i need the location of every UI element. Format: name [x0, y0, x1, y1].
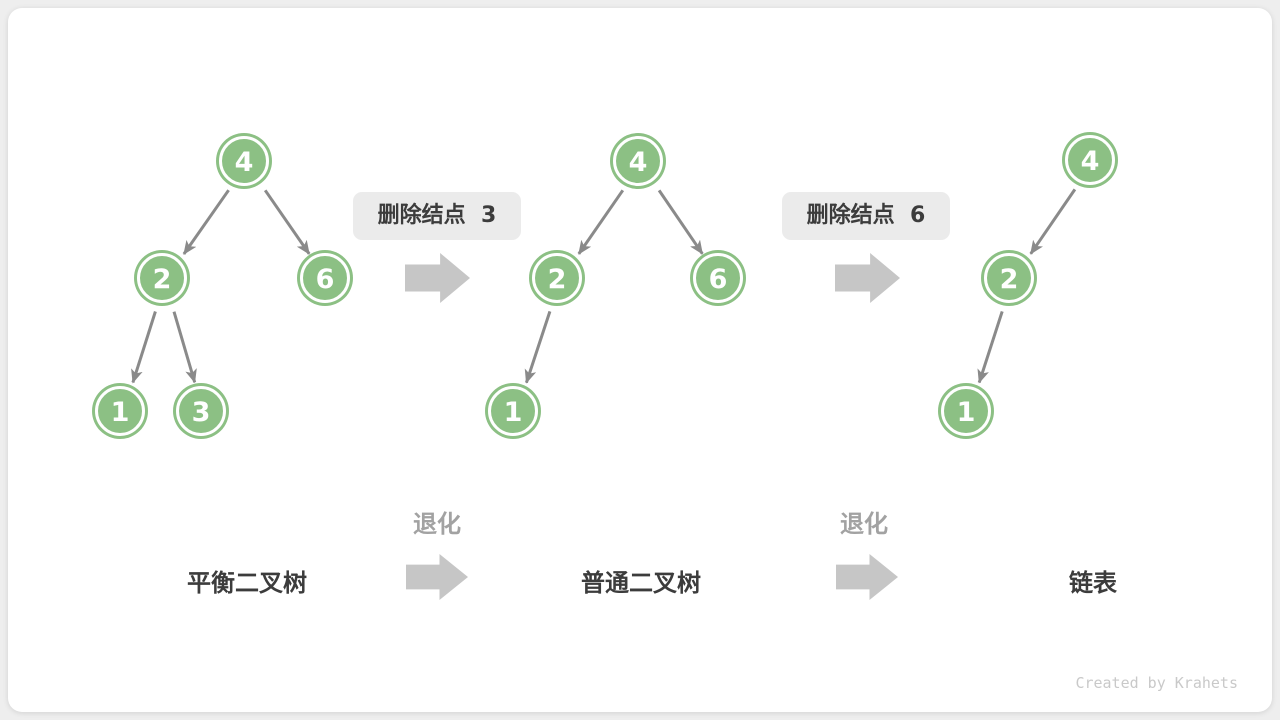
degenerate-label: 退化	[840, 510, 888, 538]
tree-node-3: 3	[176, 386, 226, 436]
tree-node-4: 4	[613, 136, 663, 186]
stage-label-balanced-binary-tree: 平衡二叉树	[187, 569, 307, 597]
tree-node-1: 1	[488, 386, 538, 436]
degenerate-label: 退化	[413, 510, 461, 538]
tree-node-6: 6	[693, 253, 743, 303]
step-label-delete-node-3: 删除结点 3	[353, 192, 521, 240]
tree-node-6: 6	[300, 253, 350, 303]
tree-node-2: 2	[984, 253, 1034, 303]
tree-node-2: 2	[532, 253, 582, 303]
step-label-delete-node-6: 删除结点 6	[782, 192, 950, 240]
watermark-credit: Created by Krahets	[1075, 674, 1238, 692]
tree-node-1: 1	[95, 386, 145, 436]
stage-label-linked-list: 链表	[1069, 569, 1117, 597]
tree-node-1: 1	[941, 386, 991, 436]
stage-label-ordinary-binary-tree: 普通二叉树	[581, 569, 701, 597]
tree-node-4: 4	[219, 136, 269, 186]
diagram-card	[8, 8, 1272, 712]
tree-node-4: 4	[1065, 135, 1115, 185]
tree-node-2: 2	[137, 253, 187, 303]
